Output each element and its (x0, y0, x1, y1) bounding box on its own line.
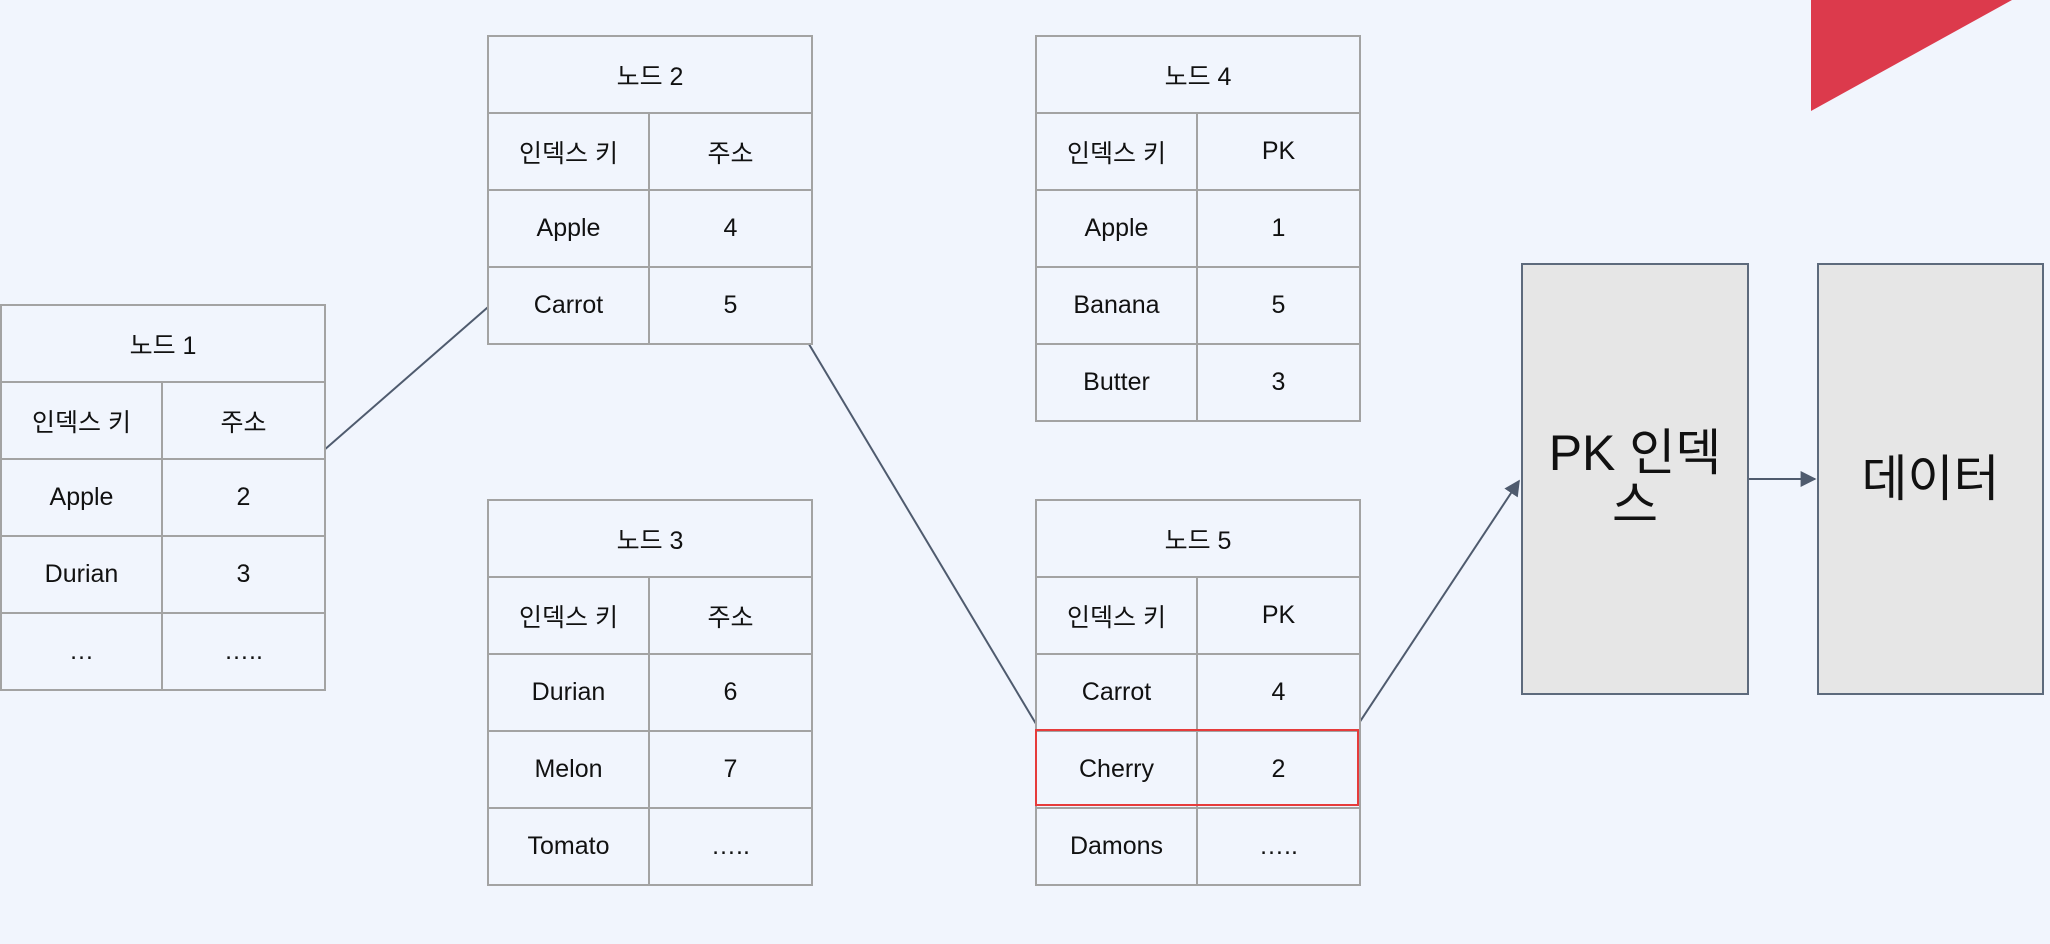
node-1-row-1-key: Apple (2, 460, 163, 537)
node-3-row-3-value: ….. (650, 809, 813, 886)
node-5-row-1-key: Carrot (1037, 655, 1198, 732)
node-3-row-1-key: Durian (489, 655, 650, 732)
node-4-header-value: PK (1198, 114, 1361, 191)
node-4-row-2-key: Banana (1037, 268, 1198, 345)
node-2-header-key: 인덱스 키 (489, 114, 650, 191)
node-4-table: 노드 4 인덱스 키 PK Apple 1 Banana 5 Butter 3 (1035, 35, 1361, 422)
node-5-table: 노드 5 인덱스 키 PK Carrot 4 Cherry 2 Damons …… (1035, 499, 1361, 886)
node-1-title: 노드 1 (2, 306, 326, 383)
node-1-row-3-value: ….. (163, 614, 326, 691)
node-4-row-1-value: 1 (1198, 191, 1361, 268)
node-2-row-2-value: 5 (650, 268, 813, 345)
node-1-header-value: 주소 (163, 383, 326, 460)
node-3-table: 노드 3 인덱스 키 주소 Durian 6 Melon 7 Tomato ….… (487, 499, 813, 886)
node-5-row-3-value: ….. (1198, 809, 1361, 886)
pk-index-box: PK 인덱스 (1521, 263, 1749, 695)
node-3-row-3-key: Tomato (489, 809, 650, 886)
data-box: 데이터 (1817, 263, 2044, 695)
node-3-row-1-value: 6 (650, 655, 813, 732)
node-5-header-value: PK (1198, 578, 1361, 655)
node-3-header-value: 주소 (650, 578, 813, 655)
node-5-row-3-key: Damons (1037, 809, 1198, 886)
node-5-title: 노드 5 (1037, 501, 1361, 578)
node-1-table: 노드 1 인덱스 키 주소 Apple 2 Durian 3 … ….. (0, 304, 326, 691)
node-2-table: 노드 2 인덱스 키 주소 Apple 4 Carrot 5 (487, 35, 813, 345)
node-5-row-1-value: 4 (1198, 655, 1361, 732)
node-5-header-key: 인덱스 키 (1037, 578, 1198, 655)
node-2-header-value: 주소 (650, 114, 813, 191)
node-1-row-2-value: 3 (163, 537, 326, 614)
node-3-header-key: 인덱스 키 (489, 578, 650, 655)
node-5-row-2-value: 2 (1198, 732, 1361, 809)
node-2-row-1-key: Apple (489, 191, 650, 268)
node-1-header-key: 인덱스 키 (2, 383, 163, 460)
arrow-node5-to-pk-index (1331, 479, 1520, 765)
node-1-row-3-key: … (2, 614, 163, 691)
node-5-row-2-key: Cherry (1037, 732, 1198, 809)
node-3-row-2-key: Melon (489, 732, 650, 809)
arrow-node2-to-node5 (778, 293, 1061, 766)
node-1-row-2-key: Durian (2, 537, 163, 614)
node-4-row-1-key: Apple (1037, 191, 1198, 268)
node-4-row-3-key: Butter (1037, 345, 1198, 422)
node-4-header-key: 인덱스 키 (1037, 114, 1198, 191)
node-3-title: 노드 3 (489, 501, 813, 578)
node-4-row-2-value: 5 (1198, 268, 1361, 345)
node-2-row-1-value: 4 (650, 191, 813, 268)
node-4-row-3-value: 3 (1198, 345, 1361, 422)
corner-accent-shape (1811, 0, 2012, 111)
node-3-row-2-value: 7 (650, 732, 813, 809)
node-2-row-2-key: Carrot (489, 268, 650, 345)
node-2-title: 노드 2 (489, 37, 813, 114)
node-1-row-1-value: 2 (163, 460, 326, 537)
node-4-title: 노드 4 (1037, 37, 1361, 114)
